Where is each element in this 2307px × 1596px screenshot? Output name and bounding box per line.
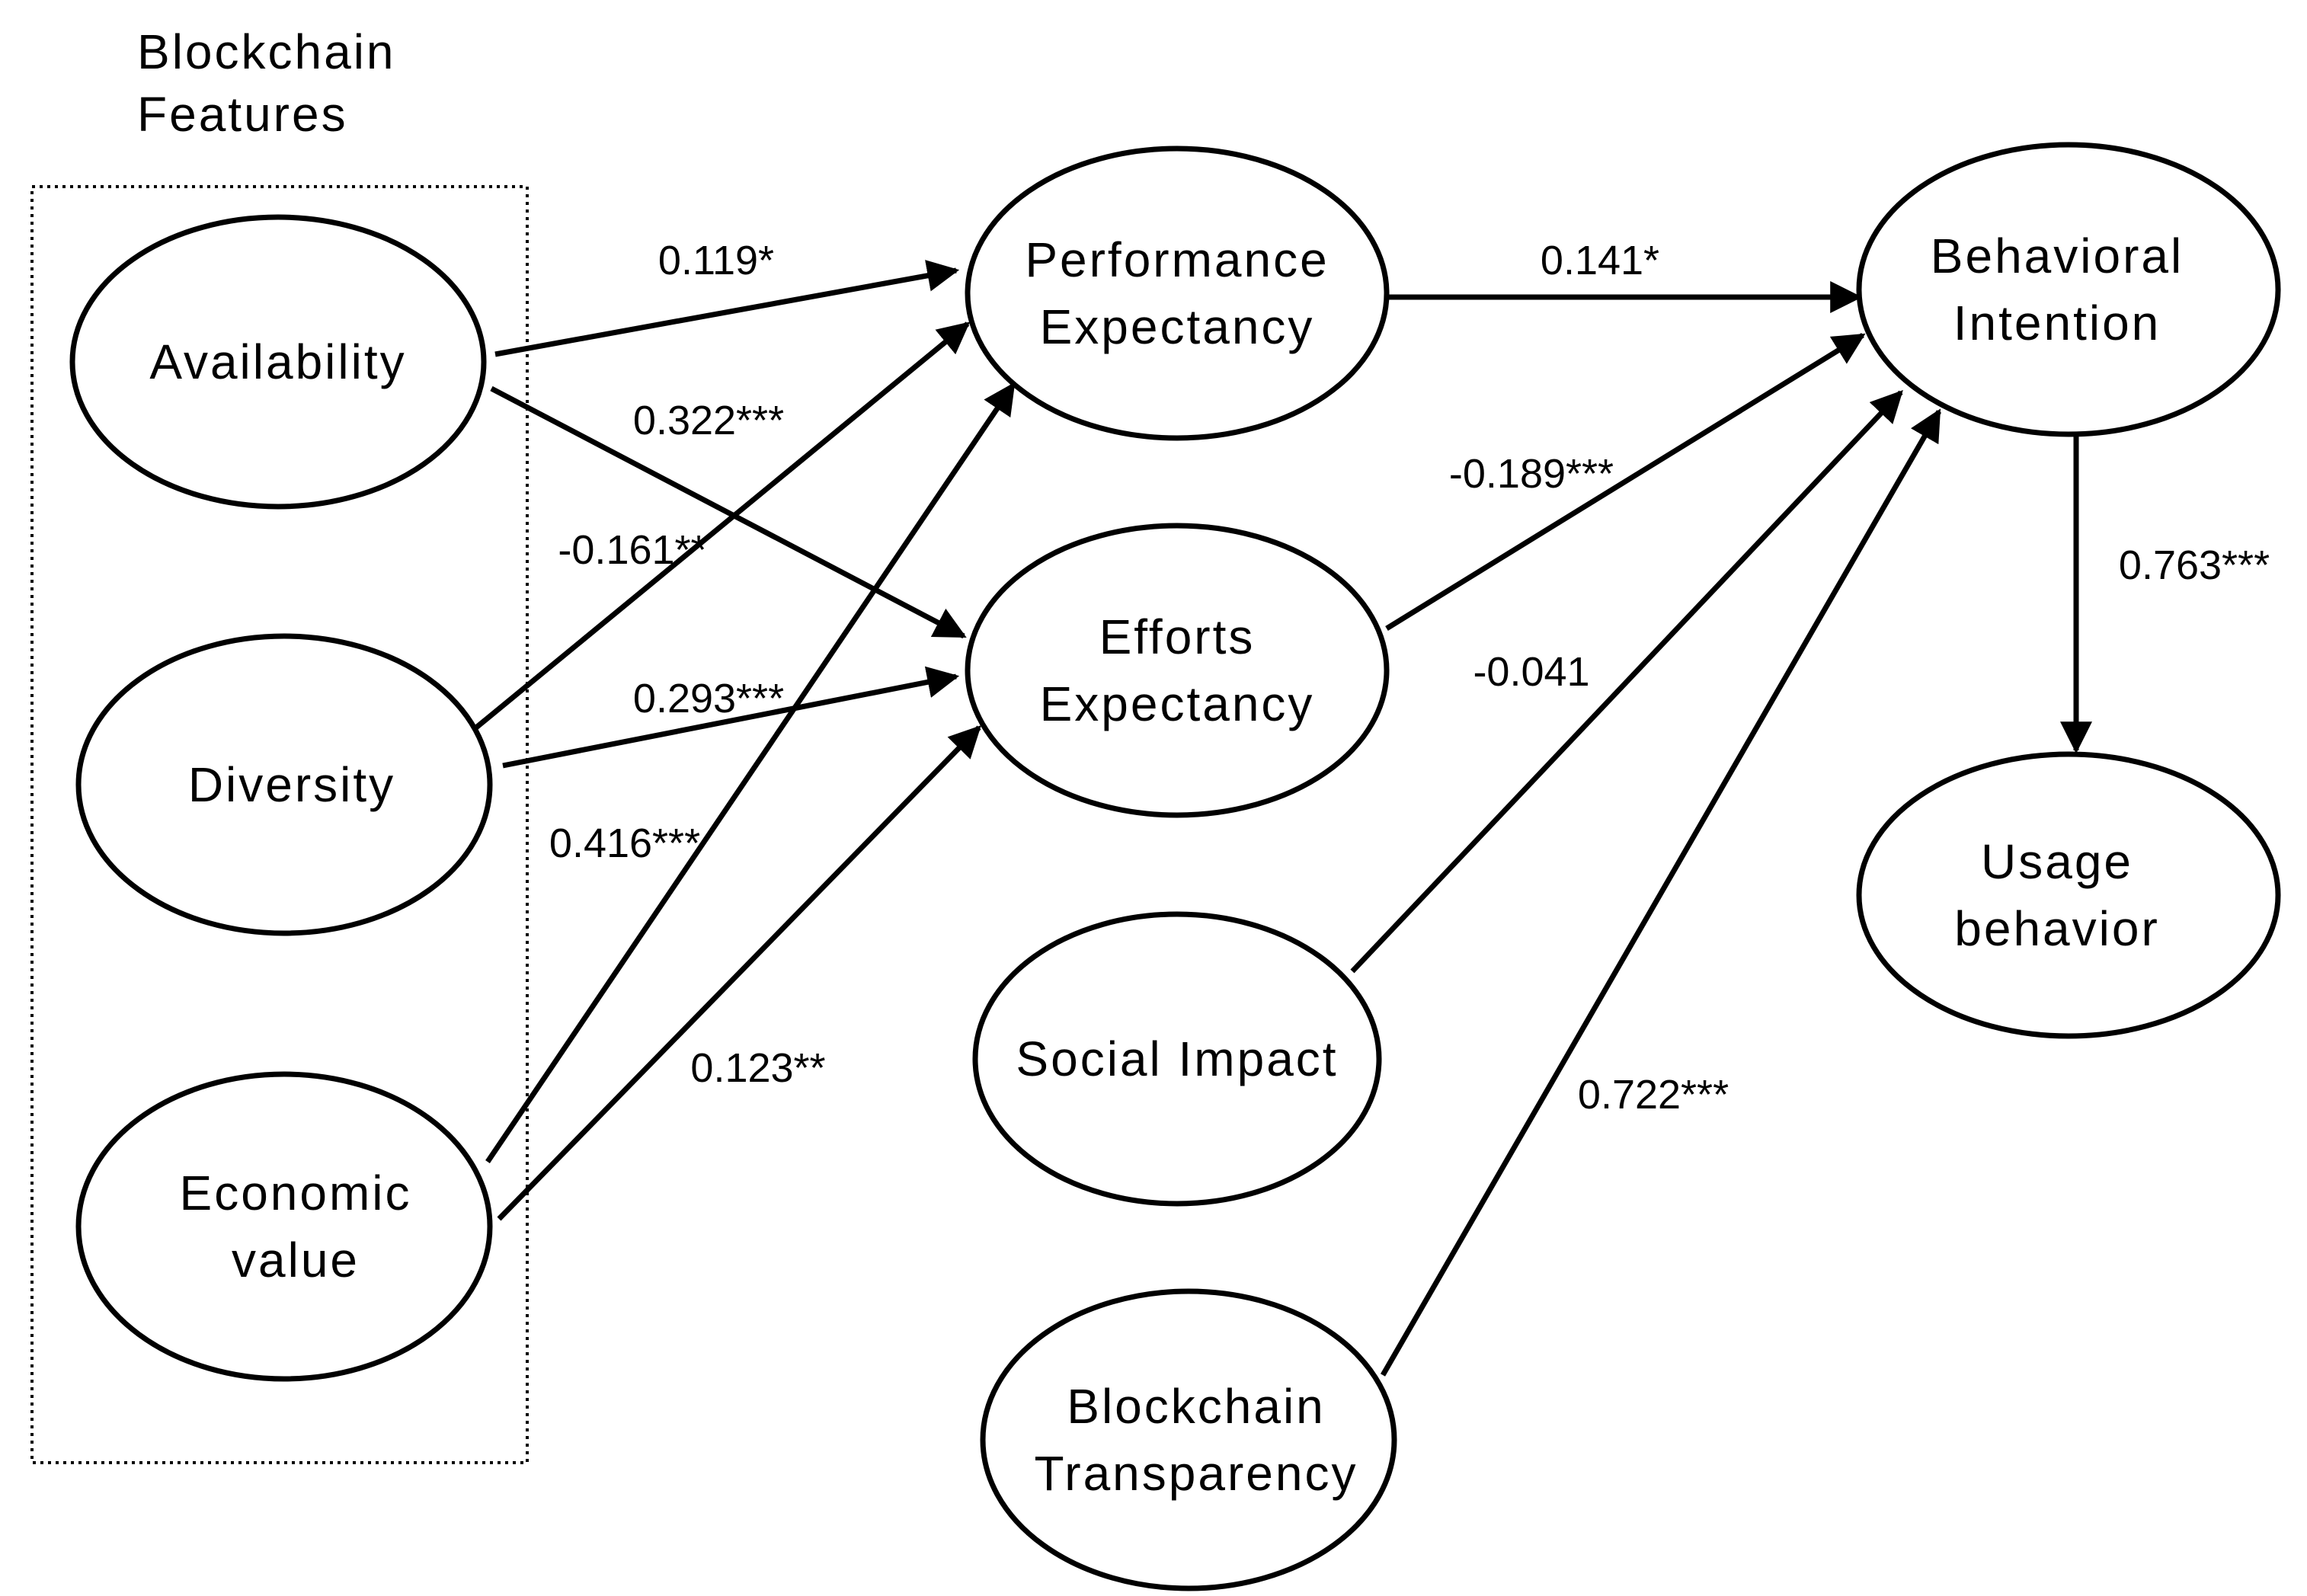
node-label-usage-behavior: Usage xyxy=(1981,834,2133,889)
node-label-efforts-expectancy: Efforts xyxy=(1099,609,1256,664)
node-social-impact: Social Impact xyxy=(972,911,1382,1207)
node-ellipse-performance-expectancy xyxy=(965,146,1390,441)
edge-label-performance-expectancy-to-behavioral-intention: 0.141* xyxy=(1541,238,1659,283)
edge-label-social-impact-to-behavioral-intention: -0.041 xyxy=(1473,649,1589,695)
node-usage-behavior: Usage behavior xyxy=(1856,751,2281,1039)
node-economic-value: Economic value xyxy=(75,1071,493,1382)
edge-label-diversity-to-performance-expectancy: -0.161** xyxy=(558,527,706,573)
node-ellipse-behavioral-intention xyxy=(1856,142,2281,437)
edge-efforts-expectancy-to-behavioral-intention xyxy=(1385,333,1866,631)
edge-label-availability-to-efforts-expectancy: 0.322*** xyxy=(633,398,784,443)
edge-diversity-to-efforts-expectancy xyxy=(502,666,960,769)
edge-social-impact-to-behavioral-intention xyxy=(1350,389,1903,974)
edge-economic-value-to-performance-expectancy xyxy=(485,382,1016,1163)
node-label-efforts-expectancy: Expectancy xyxy=(1040,676,1315,731)
edge-economic-value-to-efforts-expectancy xyxy=(497,724,981,1221)
edge-diversity-to-performance-expectancy xyxy=(474,321,971,730)
node-label-social-impact: Social Impact xyxy=(1016,1031,1338,1086)
edge-availability-to-efforts-expectancy xyxy=(490,385,967,639)
node-label-behavioral-intention: Behavioral xyxy=(1931,229,2184,283)
edge-label-availability-to-performance-expectancy: 0.119* xyxy=(658,238,774,283)
node-ellipse-social-impact xyxy=(972,911,1382,1207)
node-ellipse-usage-behavior xyxy=(1856,751,2281,1039)
node-ellipse-diversity xyxy=(75,633,493,936)
node-label-economic-value: value xyxy=(232,1233,360,1287)
group-label-line: Features xyxy=(137,87,348,142)
edge-availability-to-performance-expectancy xyxy=(494,260,960,357)
node-diversity: Diversity xyxy=(75,633,493,936)
edge-blockchain-transparency-to-behavioral-intention xyxy=(1380,408,1942,1377)
edge-label-diversity-to-efforts-expectancy: 0.293*** xyxy=(633,676,784,721)
node-ellipse-blockchain-transparency xyxy=(980,1288,1397,1591)
node-ellipse-availability xyxy=(69,214,487,510)
node-label-economic-value: Economic xyxy=(180,1166,412,1220)
node-label-blockchain-transparency: Blockchain xyxy=(1067,1379,1326,1434)
edge-label-behavioral-intention-to-usage-behavior: 0.763*** xyxy=(2119,542,2270,588)
group-label-line: Blockchain xyxy=(137,24,396,79)
node-label-diversity: Diversity xyxy=(188,757,395,812)
node-label-behavioral-intention: Intention xyxy=(1953,296,2161,350)
node-label-availability: Availability xyxy=(149,334,406,389)
edge-label-economic-value-to-performance-expectancy: 0.416*** xyxy=(549,820,700,866)
edge-label-blockchain-transparency-to-behavioral-intention: 0.722*** xyxy=(1578,1072,1729,1118)
node-label-performance-expectancy: Expectancy xyxy=(1040,299,1315,354)
node-label-usage-behavior: behavior xyxy=(1954,901,2160,956)
node-availability: Availability xyxy=(69,214,487,510)
node-label-performance-expectancy: Performance xyxy=(1025,232,1329,287)
node-ellipse-efforts-expectancy xyxy=(965,523,1390,818)
group-box-blockchain-features xyxy=(30,185,529,1464)
edge-label-economic-value-to-efforts-expectancy: 0.123** xyxy=(690,1045,825,1091)
node-ellipse-economic-value xyxy=(75,1071,493,1382)
edge-label-efforts-expectancy-to-behavioral-intention: -0.189*** xyxy=(1449,451,1614,497)
node-label-blockchain-transparency: Transparency xyxy=(1035,1446,1358,1501)
